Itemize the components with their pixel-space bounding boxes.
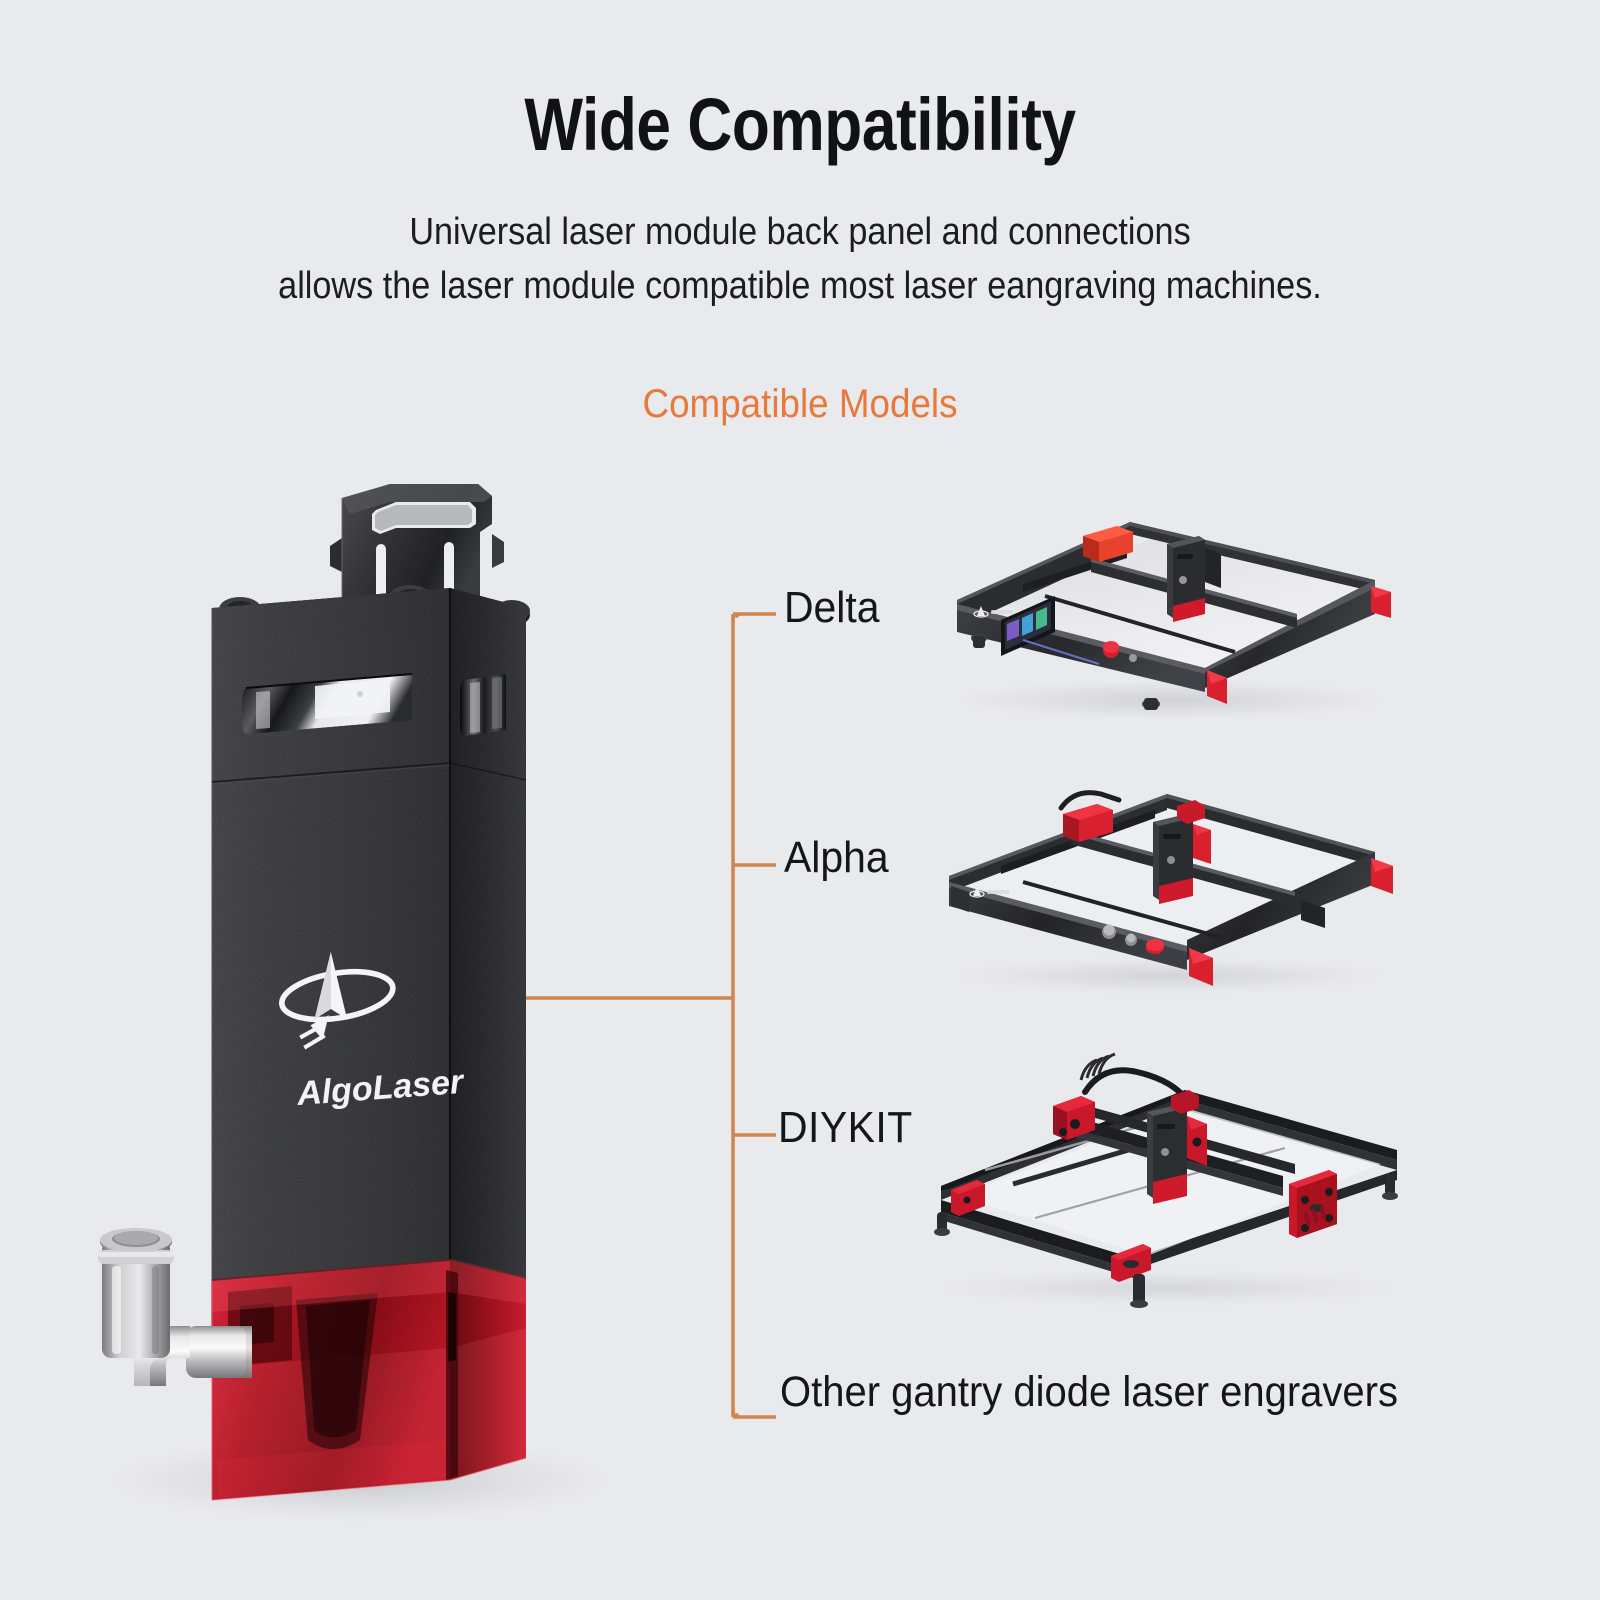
- vent-cutout-side: [460, 674, 506, 736]
- page-subtitle: Universal laser module back panel and co…: [278, 211, 1322, 307]
- laser-shield: [211, 1258, 527, 1501]
- model-label-other: Other gantry diode laser engravers: [780, 1368, 1398, 1416]
- machine-brand-mark: [969, 886, 1009, 898]
- body-seam: [211, 762, 451, 783]
- model-label-diykit: DIYKIT: [778, 1103, 913, 1152]
- gantry-laser-module: [1167, 536, 1221, 622]
- algolaser-arrow-orbit-icon: [279, 951, 396, 1050]
- model-label-delta: Delta: [784, 583, 880, 632]
- air-assist-fitting: [98, 1228, 252, 1386]
- delta-engraver-icon: [905, 492, 1425, 722]
- alpha-engraver-icon: [905, 760, 1425, 995]
- gantry-laser-module: [1147, 1090, 1207, 1204]
- machine-brand-mark: [973, 606, 1013, 618]
- laser-module-product-image: AlgoLaser: [60, 480, 680, 1540]
- page-title: Wide Compatibility: [524, 83, 1076, 166]
- compatible-models-heading: Compatible Models: [642, 382, 958, 426]
- vent-cutout-front: [242, 673, 413, 734]
- model-label-alpha: Alpha: [784, 833, 889, 882]
- mounting-bracket: [330, 484, 504, 608]
- control-touchscreen: [1001, 596, 1055, 656]
- diykit-engraver-icon: [885, 1020, 1445, 1310]
- gantry-laser-module: [1153, 800, 1211, 904]
